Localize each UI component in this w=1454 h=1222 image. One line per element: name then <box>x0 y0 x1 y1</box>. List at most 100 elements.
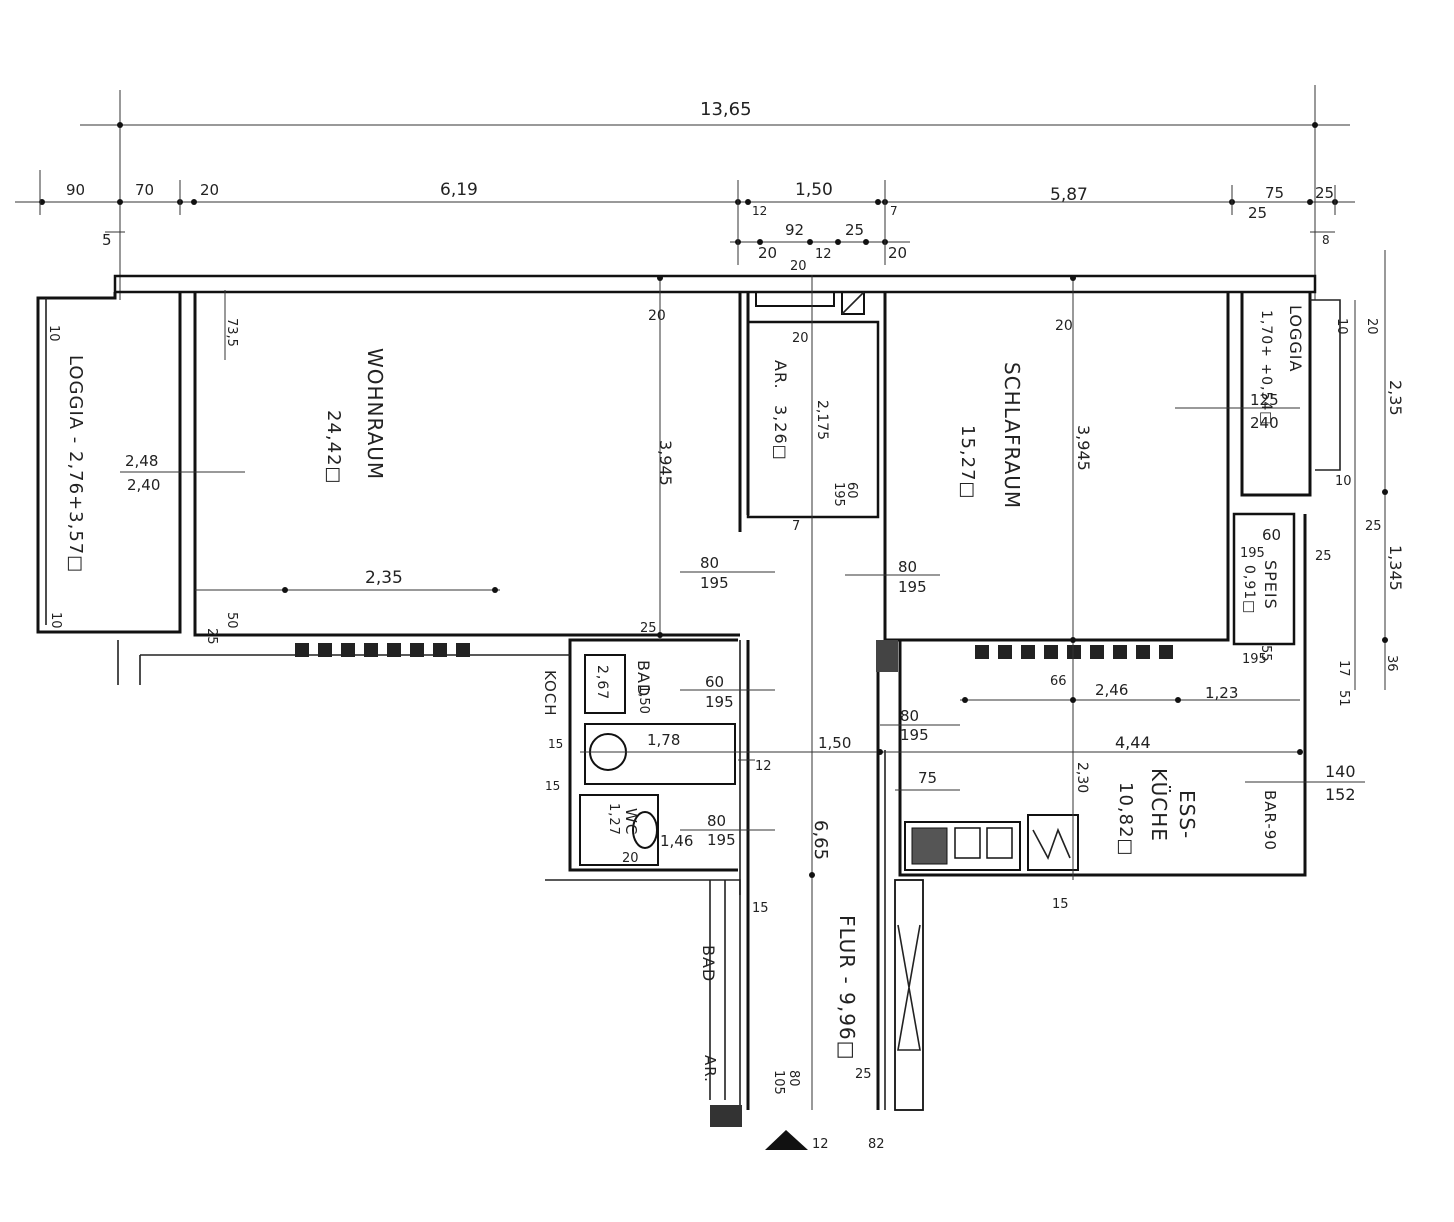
dim-label: 10 <box>1335 474 1352 489</box>
dim-label: 80 <box>700 554 719 572</box>
room-koch: KOCH <box>541 670 559 717</box>
room-ar-name: AR. <box>771 360 790 390</box>
dim-label: 6,65 <box>810 820 831 860</box>
room-kueche-name: KÜCHE <box>1147 768 1171 842</box>
room-speis-area: 0,91□ <box>1241 565 1257 614</box>
dim-label: 80 <box>898 558 917 576</box>
dim-label: 7 <box>890 204 898 218</box>
dim-label: 2,48 <box>125 452 158 470</box>
dim-label: 125 <box>1250 391 1279 409</box>
dim-label: 66 <box>1050 674 1067 689</box>
dim-label: 5,87 <box>1050 185 1088 205</box>
dim-label: 25 <box>640 621 657 636</box>
dimension-labels: 13,65 90 70 20 6,19 1,50 5,87 75 25 5 12… <box>46 99 1405 1152</box>
dim-label: 12 <box>755 759 772 774</box>
dim-label: 140 <box>1325 762 1356 781</box>
dim-label: 25 <box>204 628 219 645</box>
dim-label: 1,46 <box>660 832 693 850</box>
dim-label: 5 <box>102 231 112 249</box>
dim-label: 195 <box>900 726 929 744</box>
dim-label: 15 <box>752 901 769 916</box>
room-ar-area: 3,26□ <box>771 405 790 461</box>
dim-label: 36 <box>1384 655 1399 672</box>
dim-label: 55 <box>1258 645 1273 662</box>
dim-label: 25 <box>1315 184 1334 202</box>
dim-label: 1,23 <box>1205 684 1238 702</box>
dim-label: 50 <box>224 612 239 629</box>
dim-label: 195 <box>898 578 927 596</box>
dim-label: 20 <box>758 244 777 262</box>
room-schlafraum-name: SCHLAFRAUM <box>1000 362 1024 509</box>
dim-label: 51 <box>1336 690 1351 707</box>
dim-label: 12 <box>812 1137 829 1152</box>
dim-label: 80 <box>786 1070 801 1087</box>
dim-label: 60 <box>844 482 859 499</box>
dim-label: 3,945 <box>1074 425 1093 471</box>
room-wohnraum-area: 24,42□ <box>323 410 344 485</box>
dim-label: 15 <box>1052 897 1069 912</box>
dim-label: 60 <box>1262 526 1281 544</box>
top-dimension-lines <box>15 85 1355 300</box>
dim-label: 2,35 <box>365 568 403 588</box>
dim-label: 15 <box>545 779 560 793</box>
dim-label: 105 <box>771 1070 786 1095</box>
dim-label: 17 <box>1336 660 1351 677</box>
dim-label: 25 <box>855 1067 872 1082</box>
dim-label: 20 <box>888 244 907 262</box>
room-loggia-right-area: 1,70+ +0,54□ <box>1258 310 1274 425</box>
dim-label: 20 <box>790 259 807 274</box>
interior-dimension-lines <box>120 250 1388 1110</box>
room-kueche-area: 10,82□ <box>1115 782 1136 857</box>
dim-label: 2,30 <box>1074 762 1090 793</box>
dim-label: 60 <box>705 673 724 691</box>
dim-label: 80 <box>900 707 919 725</box>
room-loggia-left: LOGGIA - 2,76+3,57□ <box>65 355 86 573</box>
dim-label: 25 <box>1315 549 1332 564</box>
dim-label: 1,50 <box>636 685 651 714</box>
room-labels: LOGGIA - 2,76+3,57□ WOHNRAUM 24,42□ AR. … <box>65 305 1305 1083</box>
dim-label: 10 <box>48 612 63 629</box>
room-ess-name: ESS- <box>1175 790 1199 839</box>
dim-label: 2,46 <box>1095 681 1128 699</box>
dim-label: 195 <box>831 482 846 507</box>
dim-label: 92 <box>785 221 804 239</box>
room-ar2: AR. <box>701 1055 719 1083</box>
room-bar: BAR-90 <box>1261 790 1279 851</box>
dim-label: 82 <box>868 1137 885 1152</box>
walls <box>36 274 1341 1150</box>
dim-label: 20 <box>792 331 809 346</box>
dim-label: 70 <box>135 181 154 199</box>
dim-label: 20 <box>200 181 219 199</box>
dim-label: 152 <box>1325 785 1356 804</box>
dim-label: 195 <box>1242 652 1267 667</box>
dim-label: 1,50 <box>818 734 851 752</box>
dim-label: 10 <box>1334 318 1349 335</box>
dim-label: 6,19 <box>440 180 478 200</box>
dim-label: 195 <box>1240 546 1265 561</box>
room-bad-area: 2,67 <box>594 665 610 700</box>
dim-label: 25 <box>845 221 864 239</box>
room-wc-name: WC <box>622 808 640 835</box>
dim-label: 195 <box>700 574 729 592</box>
dim-label: 8 <box>1322 233 1330 247</box>
dim-label: 25 <box>1248 204 1267 222</box>
dim-label: 80 <box>707 812 726 830</box>
room-loggia-right: LOGGIA <box>1286 305 1305 372</box>
dim-label: 90 <box>66 181 85 199</box>
dim-label: 1,50 <box>795 180 833 200</box>
dim-label: 195 <box>705 693 734 711</box>
room-wc-area: 1,27 <box>606 803 621 836</box>
dim-label: 4,44 <box>1115 733 1151 752</box>
shaft-hatches <box>295 640 1173 672</box>
dim-label: 3,945 <box>656 440 675 486</box>
dim-label: 75 <box>918 769 937 787</box>
room-flur: FLUR - 9,96□ <box>835 915 859 1061</box>
dim-label: 25 <box>1365 519 1382 534</box>
dim-label: 20 <box>1055 318 1073 334</box>
dim-label: 12 <box>752 204 767 218</box>
dim-label: 2,35 <box>1386 380 1405 416</box>
dim-label: 20 <box>648 308 666 324</box>
room-wohnraum-name: WOHNRAUM <box>363 348 387 480</box>
dim-label: 195 <box>707 831 736 849</box>
